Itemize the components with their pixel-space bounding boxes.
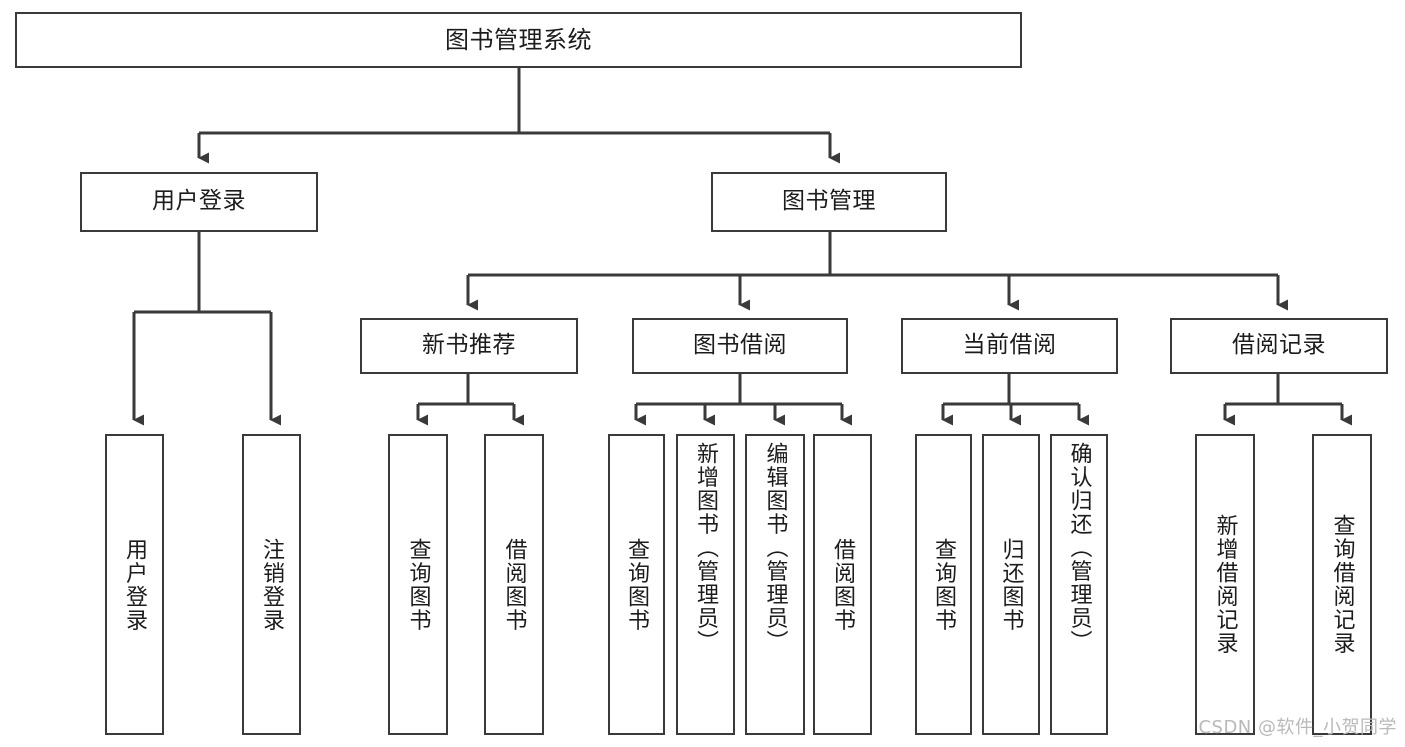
leaf-logout[interactable]: 注销登录: [242, 434, 301, 735]
leaf-query-book-borrow[interactable]: 查询图书: [608, 434, 665, 735]
leaf-borrow-book[interactable]: 借阅图书: [813, 434, 872, 735]
leaf-label: 借阅图书: [501, 537, 527, 632]
leaf-label: 查询借阅记录: [1329, 514, 1355, 655]
leaf-add-book-admin[interactable]: 新增图书（管理员）: [676, 434, 735, 735]
node-book-management[interactable]: 图书管理: [711, 172, 947, 232]
leaf-edit-book-admin[interactable]: 编辑图书（管理员）: [745, 434, 805, 735]
leaf-query-borrow-record[interactable]: 查询借阅记录: [1312, 434, 1372, 735]
node-user-login[interactable]: 用户登录: [80, 172, 318, 232]
node-root[interactable]: 图书管理系统: [15, 12, 1022, 68]
leaf-query-book-recommend[interactable]: 查询图书: [388, 434, 448, 735]
leaf-return-book[interactable]: 归还图书: [982, 434, 1040, 735]
leaf-label: 编辑图书（管理员）: [762, 442, 788, 654]
node-new-book-recommend[interactable]: 新书推荐: [360, 318, 578, 374]
leaf-label: 新增图书（管理员）: [693, 442, 719, 654]
leaf-label: 借阅图书: [830, 537, 856, 632]
node-book-borrow[interactable]: 图书借阅: [632, 318, 848, 374]
leaf-label: 查询图书: [624, 537, 650, 632]
leaf-user-login[interactable]: 用户登录: [105, 434, 164, 735]
leaf-label: 注销登录: [259, 537, 285, 632]
node-current-borrow[interactable]: 当前借阅: [901, 318, 1118, 374]
node-borrow-records[interactable]: 借阅记录: [1170, 318, 1388, 374]
leaf-label: 查询图书: [931, 537, 957, 632]
leaf-label: 用户登录: [122, 537, 148, 632]
leaf-label: 归还图书: [998, 537, 1024, 632]
watermark: CSDN @软件_小贺同学: [1198, 717, 1397, 738]
leaf-add-borrow-record[interactable]: 新增借阅记录: [1195, 434, 1255, 735]
leaf-label: 确认归还（管理员）: [1066, 442, 1092, 654]
leaf-borrow-book-recommend[interactable]: 借阅图书: [484, 434, 544, 735]
leaf-confirm-return-admin[interactable]: 确认归还（管理员）: [1050, 434, 1108, 735]
leaf-label: 新增借阅记录: [1212, 514, 1238, 655]
leaf-label: 查询图书: [405, 537, 431, 632]
leaf-query-book-current[interactable]: 查询图书: [915, 434, 972, 735]
